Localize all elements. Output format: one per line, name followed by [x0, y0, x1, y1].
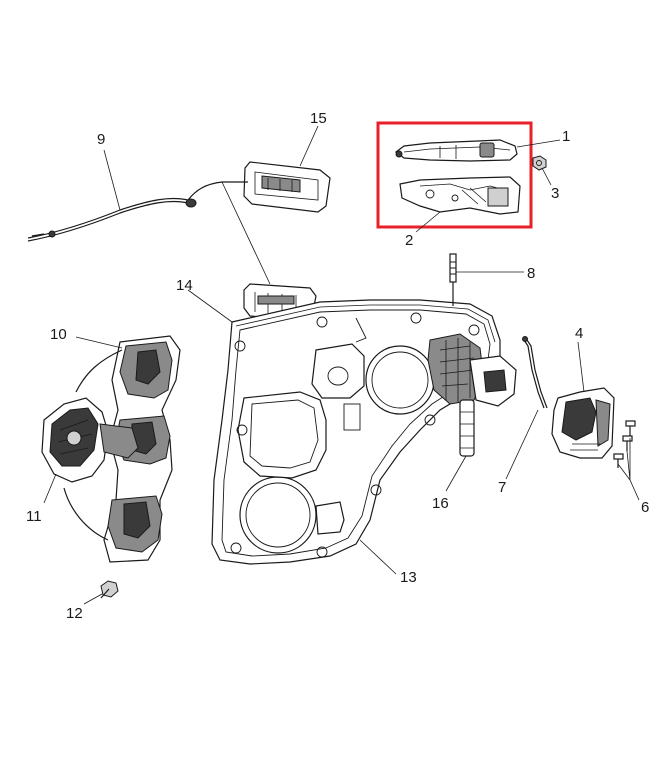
callout-10: 10 [50, 326, 67, 343]
guide-pin[interactable] [449, 253, 457, 306]
callout-14: 14 [176, 277, 193, 294]
door-cable[interactable] [27, 181, 248, 242]
highlight-box [376, 121, 533, 229]
regulator-motor-assembly[interactable] [427, 333, 517, 457]
callout-12: 12 [66, 605, 83, 622]
latch-screws[interactable] [613, 420, 636, 468]
callout-4: 4 [575, 325, 583, 342]
callout-13: 13 [400, 569, 417, 586]
latch-rod[interactable] [522, 336, 548, 409]
inside-handle-housing[interactable] [243, 161, 331, 213]
callout-6: 6 [641, 499, 649, 516]
leader-lines [43, 125, 640, 605]
handle-nut[interactable] [532, 155, 547, 171]
callout-3: 3 [551, 185, 559, 202]
callout-15: 15 [310, 110, 327, 127]
callout-2: 2 [405, 232, 413, 249]
callout-11: 11 [26, 508, 42, 525]
exterior-door-handle[interactable] [395, 139, 518, 162]
callout-8: 8 [527, 265, 535, 282]
door-latch[interactable] [551, 387, 615, 459]
mounting-bolt[interactable] [100, 580, 119, 599]
screw-2[interactable] [622, 435, 633, 451]
callout-7: 7 [498, 479, 506, 496]
screw-3[interactable] [613, 453, 624, 468]
door-module-panel[interactable] [211, 299, 501, 565]
regulator-motor[interactable] [41, 397, 139, 483]
handle-support-bracket[interactable] [399, 176, 521, 215]
callout-9: 9 [97, 131, 105, 148]
callout-1: 1 [562, 128, 570, 145]
callout-16: 16 [432, 495, 449, 512]
callout-labels: 1 2 3 4 6 7 8 9 10 11 12 13 14 15 16 [26, 110, 649, 622]
